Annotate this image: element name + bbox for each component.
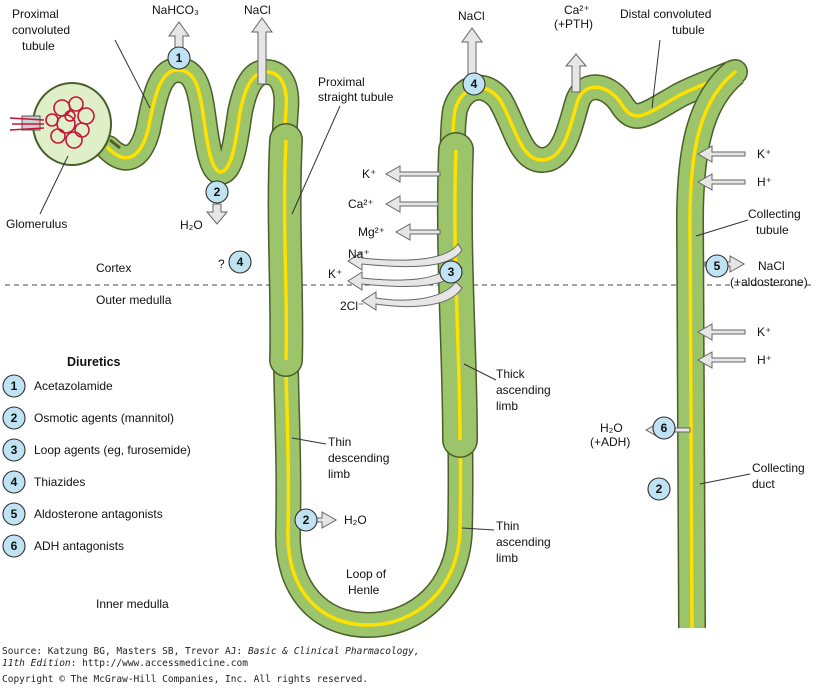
svg-text:ADH antagonists: ADH antagonists — [34, 539, 124, 553]
svg-text:Loop agents (eg, furosemide): Loop agents (eg, furosemide) — [34, 443, 191, 457]
svg-text:K⁺: K⁺ — [757, 147, 771, 161]
svg-text:tubule: tubule — [672, 23, 705, 37]
svg-text:Proximal: Proximal — [318, 75, 365, 89]
svg-text:H₂O: H₂O — [600, 421, 623, 435]
svg-text:Thiazides: Thiazides — [34, 475, 85, 489]
structure-labels: Proximal convoluted tubule Proximal stra… — [6, 7, 805, 611]
svg-text:tubule: tubule — [22, 39, 55, 53]
svg-text:5: 5 — [714, 259, 721, 273]
diuretics-legend: Diuretics 1 Acetazolamide 2 Osmotic agents… — [2, 355, 191, 558]
svg-text:descending: descending — [328, 451, 389, 465]
svg-text:ascending: ascending — [496, 535, 551, 549]
svg-text:duct: duct — [752, 477, 775, 491]
glomerulus — [9, 82, 121, 166]
legend-item-4: 4 Thiazides — [2, 470, 85, 494]
svg-text:H⁺: H⁺ — [757, 353, 772, 367]
svg-text:Cortex: Cortex — [96, 261, 131, 275]
legend-item-2: 2 Osmotic agents (mannitol) — [2, 406, 174, 430]
svg-text:4: 4 — [237, 255, 244, 269]
svg-text:Thick: Thick — [496, 367, 526, 381]
svg-text:Glomerulus: Glomerulus — [6, 217, 67, 231]
svg-text:limb: limb — [496, 551, 518, 565]
svg-text:K⁺: K⁺ — [362, 167, 376, 181]
badge-cortex-q: 4 — [228, 250, 252, 274]
svg-text:convoluted: convoluted — [12, 23, 70, 37]
svg-text:Proximal: Proximal — [12, 7, 59, 21]
badge-pct-top: 1 — [167, 46, 191, 70]
badge-cd-adh: 6 — [652, 416, 676, 440]
svg-text:straight tubule: straight tubule — [318, 90, 394, 104]
svg-text:Inner medulla: Inner medulla — [96, 597, 169, 611]
ion-labels: NaHCO₃ NaCl H₂O ? NaCl Ca²⁺ (+PTH) K⁺ Ca… — [152, 3, 808, 527]
svg-text:6: 6 — [11, 539, 18, 553]
svg-text:K⁺: K⁺ — [328, 267, 342, 281]
svg-text:Copyright © The McGraw-Hill Co: Copyright © The McGraw-Hill Companies, I… — [2, 674, 368, 685]
legend-item-6: 6 ADH antagonists — [2, 534, 124, 558]
nephron-tubule — [95, 57, 748, 638]
svg-text:NaCl: NaCl — [244, 3, 271, 17]
svg-text:H₂O: H₂O — [344, 513, 367, 527]
svg-text:ascending: ascending — [496, 383, 551, 397]
svg-text:6: 6 — [661, 421, 668, 435]
svg-text:2: 2 — [214, 185, 221, 199]
svg-text:4: 4 — [471, 77, 478, 91]
svg-text:2Cl⁻: 2Cl⁻ — [340, 299, 364, 313]
footer: Source: Katzung BG, Masters SB, Trevor A… — [2, 646, 420, 685]
svg-text:Source: Katzung BG, Masters SB: Source: Katzung BG, Masters SB, Trevor A… — [2, 646, 420, 657]
svg-text:3: 3 — [448, 265, 455, 279]
svg-text:NaHCO₃: NaHCO₃ — [152, 3, 199, 17]
svg-text:4: 4 — [11, 475, 18, 489]
svg-text:Osmotic agents (mannitol): Osmotic agents (mannitol) — [34, 411, 174, 425]
badge-ct: 5 — [705, 254, 729, 278]
svg-text:(+ADH): (+ADH) — [590, 435, 630, 449]
svg-text:Distal convoluted: Distal convoluted — [620, 7, 711, 21]
transport-arrows — [168, 17, 746, 529]
svg-text:Ca²⁺: Ca²⁺ — [564, 3, 590, 17]
legend-heading: Diuretics — [67, 355, 121, 369]
svg-text:2: 2 — [11, 411, 18, 425]
svg-text:Collecting: Collecting — [752, 461, 805, 475]
badge-cd: 2 — [647, 477, 671, 501]
svg-text:tubule: tubule — [756, 223, 789, 237]
svg-text:K⁺: K⁺ — [757, 325, 771, 339]
svg-text:Na⁺: Na⁺ — [348, 247, 370, 261]
svg-text:Thin: Thin — [328, 435, 351, 449]
svg-text:NaCl: NaCl — [758, 259, 785, 273]
badge-dct: 4 — [462, 72, 486, 96]
svg-text:H⁺: H⁺ — [757, 175, 772, 189]
svg-text:limb: limb — [328, 467, 350, 481]
site-badges: 1 2 4 4 3 5 6 2 2 — [167, 46, 729, 532]
svg-text:3: 3 — [11, 443, 18, 457]
svg-text:NaCl: NaCl — [458, 9, 485, 23]
legend-item-1: 1 Acetazolamide — [2, 374, 113, 398]
svg-text:Ca²⁺: Ca²⁺ — [348, 197, 374, 211]
svg-text:Loop of: Loop of — [346, 567, 387, 581]
legend-item-3: 3 Loop agents (eg, furosemide) — [2, 438, 191, 462]
svg-text:1: 1 — [11, 379, 18, 393]
svg-text:Aldosterone antagonists: Aldosterone antagonists — [34, 507, 163, 521]
legend-item-5: 5 Aldosterone antagonists — [2, 502, 163, 526]
svg-text:?: ? — [218, 257, 225, 271]
svg-text:2: 2 — [303, 513, 310, 527]
badge-tal: 3 — [439, 260, 463, 284]
svg-text:5: 5 — [11, 507, 18, 521]
svg-text:Outer medulla: Outer medulla — [96, 293, 172, 307]
svg-text:Henle: Henle — [348, 583, 380, 597]
badge-thin-desc: 2 — [294, 508, 318, 532]
svg-text:(+aldosterone): (+aldosterone) — [730, 275, 808, 289]
svg-text:limb: limb — [496, 399, 518, 413]
svg-text:11th Edition: http://www.acces: 11th Edition: http://www.accessmedicine.… — [2, 658, 248, 669]
svg-text:Thin: Thin — [496, 519, 519, 533]
collecting-duct — [675, 61, 745, 629]
svg-text:Collecting: Collecting — [748, 207, 801, 221]
badge-pct-bottom: 2 — [205, 180, 229, 204]
svg-text:(+PTH): (+PTH) — [554, 17, 593, 31]
svg-text:1: 1 — [176, 51, 183, 65]
svg-text:Mg²⁺: Mg²⁺ — [358, 225, 385, 239]
svg-text:2: 2 — [656, 482, 663, 496]
svg-text:Acetazolamide: Acetazolamide — [34, 379, 113, 393]
svg-text:H₂O: H₂O — [180, 218, 203, 232]
